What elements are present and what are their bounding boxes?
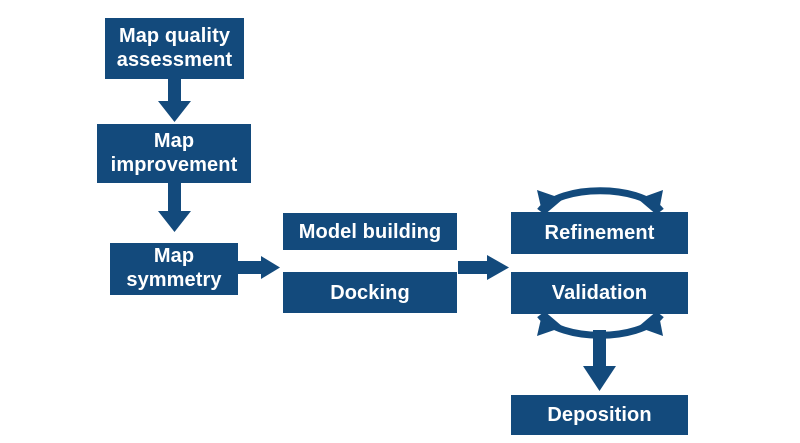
arrow-cycle-to-deposition [583,330,616,391]
arrow-map-symmetry-to-building-docking [238,256,280,279]
node-model-building[interactable]: Model building [283,213,457,250]
node-docking[interactable]: Docking [283,272,457,313]
node-validation[interactable]: Validation [511,272,688,314]
node-map-symmetry[interactable]: Map symmetry [110,243,238,295]
arrow-map-improvement-to-map-symmetry [158,183,191,232]
node-map-quality-assessment[interactable]: Map quality assessment [105,18,244,79]
node-map-improvement[interactable]: Map improvement [97,124,251,183]
node-deposition[interactable]: Deposition [511,395,688,435]
arrow-map-quality-to-map-improvement [158,79,191,122]
arrow-building-docking-to-refinement-validation [458,255,509,280]
node-refinement[interactable]: Refinement [511,212,688,254]
